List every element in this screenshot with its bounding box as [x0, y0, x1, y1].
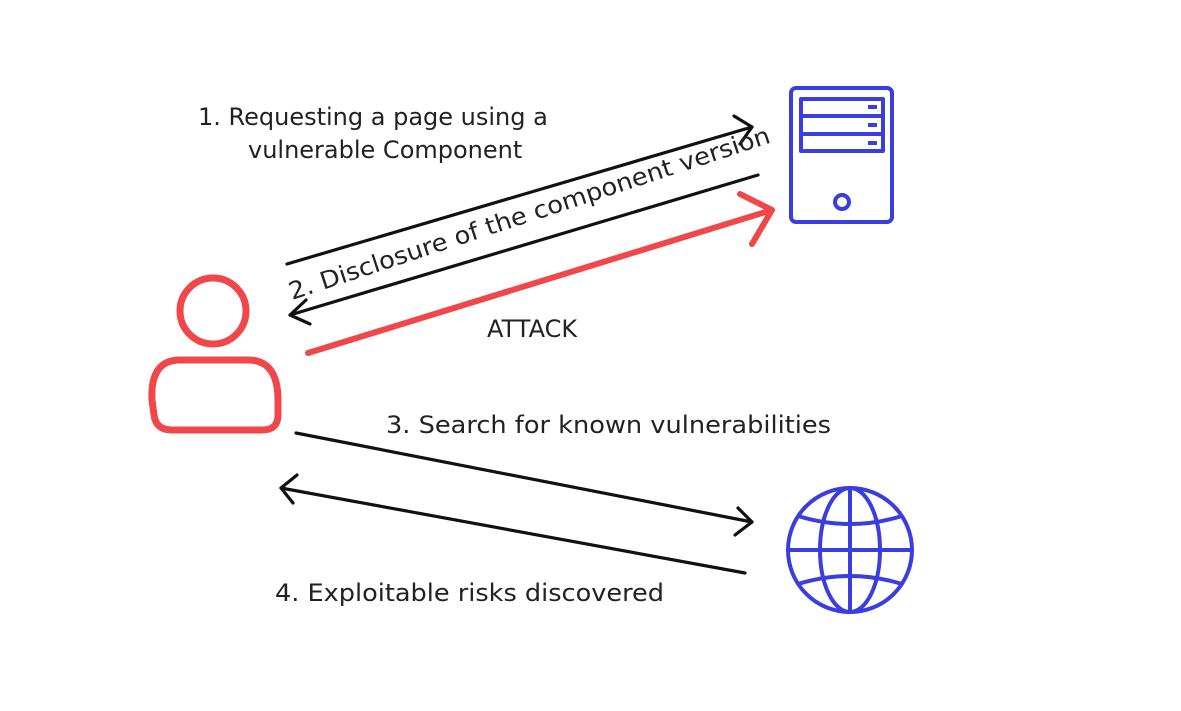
server-icon	[789, 86, 894, 224]
step1-label-line2: vulnerable Component	[248, 136, 522, 164]
step3-label: 3. Search for known vulnerabilities	[386, 411, 831, 439]
disclosure-arrow	[288, 173, 760, 326]
request-arrow	[285, 114, 754, 266]
search-arrow	[294, 431, 754, 537]
globe-icon	[786, 486, 914, 614]
step1-label-line1: 1. Requesting a page using a	[198, 103, 548, 131]
results-arrow	[279, 473, 747, 575]
attack-label: ATTACK	[487, 315, 578, 343]
attack-arrow	[305, 191, 775, 356]
user-icon	[148, 274, 282, 434]
step4-label: 4. Exploitable risks discovered	[275, 579, 664, 607]
